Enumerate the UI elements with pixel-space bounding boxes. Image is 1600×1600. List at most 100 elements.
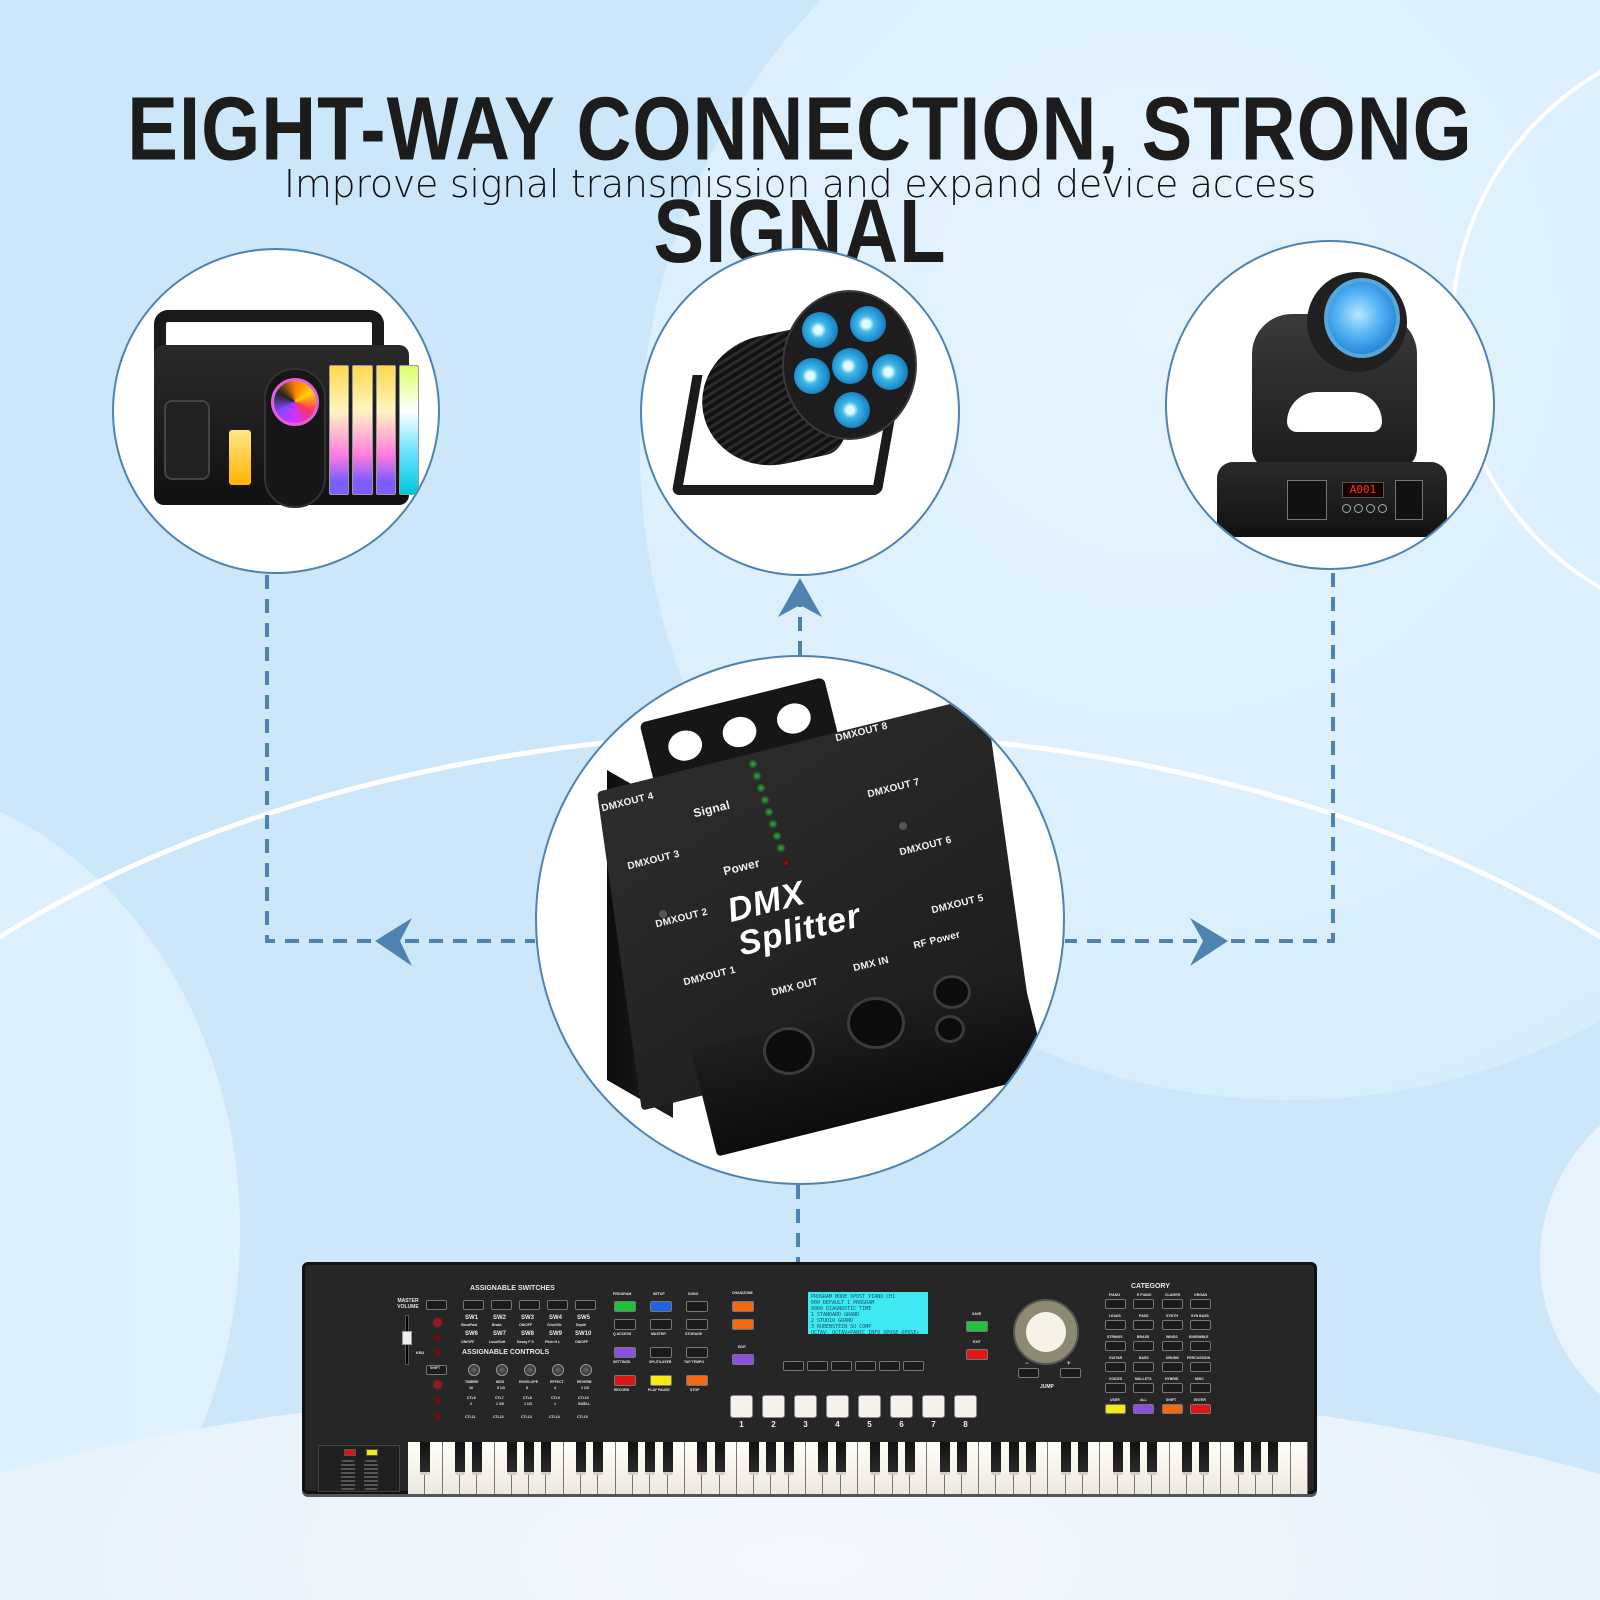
black-key[interactable] bbox=[1060, 1442, 1071, 1475]
master-button[interactable] bbox=[650, 1319, 672, 1330]
drum-pad-1[interactable] bbox=[730, 1395, 753, 1418]
black-key[interactable] bbox=[472, 1442, 483, 1475]
category-synth-button[interactable] bbox=[1162, 1320, 1183, 1330]
jump-minus-button[interactable] bbox=[1018, 1368, 1039, 1378]
split-layer-button[interactable] bbox=[650, 1347, 672, 1358]
black-key[interactable] bbox=[1147, 1442, 1158, 1475]
black-key[interactable] bbox=[870, 1442, 881, 1475]
category-clavier-button[interactable] bbox=[1162, 1299, 1183, 1309]
black-key[interactable] bbox=[593, 1442, 604, 1475]
category-mallets-button[interactable] bbox=[1133, 1383, 1154, 1393]
category-ensemble-button[interactable] bbox=[1190, 1341, 1211, 1351]
category-epiano-button[interactable] bbox=[1133, 1299, 1154, 1309]
soft-button[interactable] bbox=[903, 1361, 924, 1371]
control-knob[interactable] bbox=[496, 1364, 508, 1376]
storage-button[interactable] bbox=[686, 1319, 708, 1330]
black-key[interactable] bbox=[887, 1442, 898, 1475]
switch-button[interactable] bbox=[463, 1300, 484, 1310]
black-key[interactable] bbox=[835, 1442, 846, 1475]
record-button[interactable] bbox=[614, 1375, 636, 1386]
drum-pad-5[interactable] bbox=[858, 1395, 881, 1418]
switch-button[interactable] bbox=[519, 1300, 540, 1310]
pitch-bend-wheel[interactable] bbox=[341, 1460, 355, 1490]
q-access-button[interactable] bbox=[614, 1319, 636, 1330]
switch-button[interactable] bbox=[491, 1300, 512, 1310]
category-winds-button[interactable] bbox=[1162, 1341, 1183, 1351]
black-key[interactable] bbox=[697, 1442, 708, 1475]
category-pads-button[interactable] bbox=[1133, 1320, 1154, 1330]
exit-button[interactable] bbox=[966, 1349, 988, 1360]
black-key[interactable] bbox=[766, 1442, 777, 1475]
switch-button[interactable] bbox=[575, 1300, 596, 1310]
master-volume-slider[interactable] bbox=[402, 1331, 412, 1345]
drum-pad-4[interactable] bbox=[826, 1395, 849, 1418]
drum-pad-8[interactable] bbox=[954, 1395, 977, 1418]
black-key[interactable] bbox=[1199, 1442, 1210, 1475]
category-piano-button[interactable] bbox=[1105, 1299, 1126, 1309]
black-key[interactable] bbox=[576, 1442, 587, 1475]
black-key[interactable] bbox=[645, 1442, 656, 1475]
play-pause-button[interactable] bbox=[650, 1375, 672, 1386]
octave-down-button[interactable] bbox=[344, 1449, 356, 1456]
black-key[interactable] bbox=[956, 1442, 967, 1475]
black-key[interactable] bbox=[1268, 1442, 1279, 1475]
control-knob[interactable] bbox=[552, 1364, 564, 1376]
drum-pad-2[interactable] bbox=[762, 1395, 785, 1418]
black-key[interactable] bbox=[524, 1442, 535, 1475]
black-key[interactable] bbox=[818, 1442, 829, 1475]
soft-button[interactable] bbox=[807, 1361, 828, 1371]
user-button[interactable] bbox=[1105, 1404, 1126, 1414]
black-key[interactable] bbox=[454, 1442, 465, 1475]
soft-button[interactable] bbox=[855, 1361, 876, 1371]
category-shift-button[interactable] bbox=[1162, 1404, 1183, 1414]
setup-button[interactable] bbox=[650, 1301, 672, 1312]
mod-wheel[interactable] bbox=[364, 1460, 378, 1490]
program-button[interactable] bbox=[614, 1301, 636, 1312]
category-syn-bass-button[interactable] bbox=[1190, 1320, 1211, 1330]
black-key[interactable] bbox=[991, 1442, 1002, 1475]
edit-button[interactable] bbox=[732, 1354, 754, 1365]
control-knob[interactable] bbox=[468, 1364, 480, 1376]
drum-pad-6[interactable] bbox=[890, 1395, 913, 1418]
control-knob[interactable] bbox=[524, 1364, 536, 1376]
black-key[interactable] bbox=[420, 1442, 431, 1475]
all-button[interactable] bbox=[1133, 1404, 1154, 1414]
enter-button[interactable] bbox=[1190, 1404, 1211, 1414]
black-key[interactable] bbox=[1112, 1442, 1123, 1475]
black-key[interactable] bbox=[1181, 1442, 1192, 1475]
black-key[interactable] bbox=[541, 1442, 552, 1475]
shift-button-bottom[interactable] bbox=[426, 1365, 447, 1375]
black-key[interactable] bbox=[783, 1442, 794, 1475]
black-key[interactable] bbox=[1251, 1442, 1262, 1475]
song-button[interactable] bbox=[686, 1301, 708, 1312]
chan-zone-up-button[interactable] bbox=[732, 1301, 754, 1312]
stop-button[interactable] bbox=[686, 1375, 708, 1386]
data-entry-wheel[interactable] bbox=[1013, 1299, 1079, 1365]
category-bass-button[interactable] bbox=[1133, 1362, 1154, 1372]
black-key[interactable] bbox=[1026, 1442, 1037, 1475]
black-key[interactable] bbox=[1078, 1442, 1088, 1475]
black-key[interactable] bbox=[714, 1442, 725, 1475]
soft-button[interactable] bbox=[879, 1361, 900, 1371]
category-misc-button[interactable] bbox=[1190, 1383, 1211, 1393]
tap-tempo-button[interactable] bbox=[686, 1347, 708, 1358]
category-voices-button[interactable] bbox=[1105, 1383, 1126, 1393]
white-key[interactable] bbox=[1290, 1442, 1308, 1494]
octave-up-button[interactable] bbox=[366, 1449, 378, 1456]
category-organ-button[interactable] bbox=[1190, 1299, 1211, 1309]
black-key[interactable] bbox=[1008, 1442, 1019, 1475]
settings-button[interactable] bbox=[614, 1347, 636, 1358]
category-brass-button[interactable] bbox=[1133, 1341, 1154, 1351]
drum-pad-7[interactable] bbox=[922, 1395, 945, 1418]
switch-button[interactable] bbox=[547, 1300, 568, 1310]
jump-plus-button[interactable] bbox=[1060, 1368, 1081, 1378]
soft-button[interactable] bbox=[783, 1361, 804, 1371]
category-percussion-button[interactable] bbox=[1190, 1362, 1211, 1372]
black-key[interactable] bbox=[662, 1442, 673, 1475]
category-drums-button[interactable] bbox=[1162, 1362, 1183, 1372]
save-button[interactable] bbox=[966, 1321, 988, 1332]
category-hybrid-button[interactable] bbox=[1162, 1383, 1183, 1393]
black-key[interactable] bbox=[1129, 1442, 1140, 1475]
category-leads-button[interactable] bbox=[1105, 1320, 1126, 1330]
black-key[interactable] bbox=[939, 1442, 950, 1475]
